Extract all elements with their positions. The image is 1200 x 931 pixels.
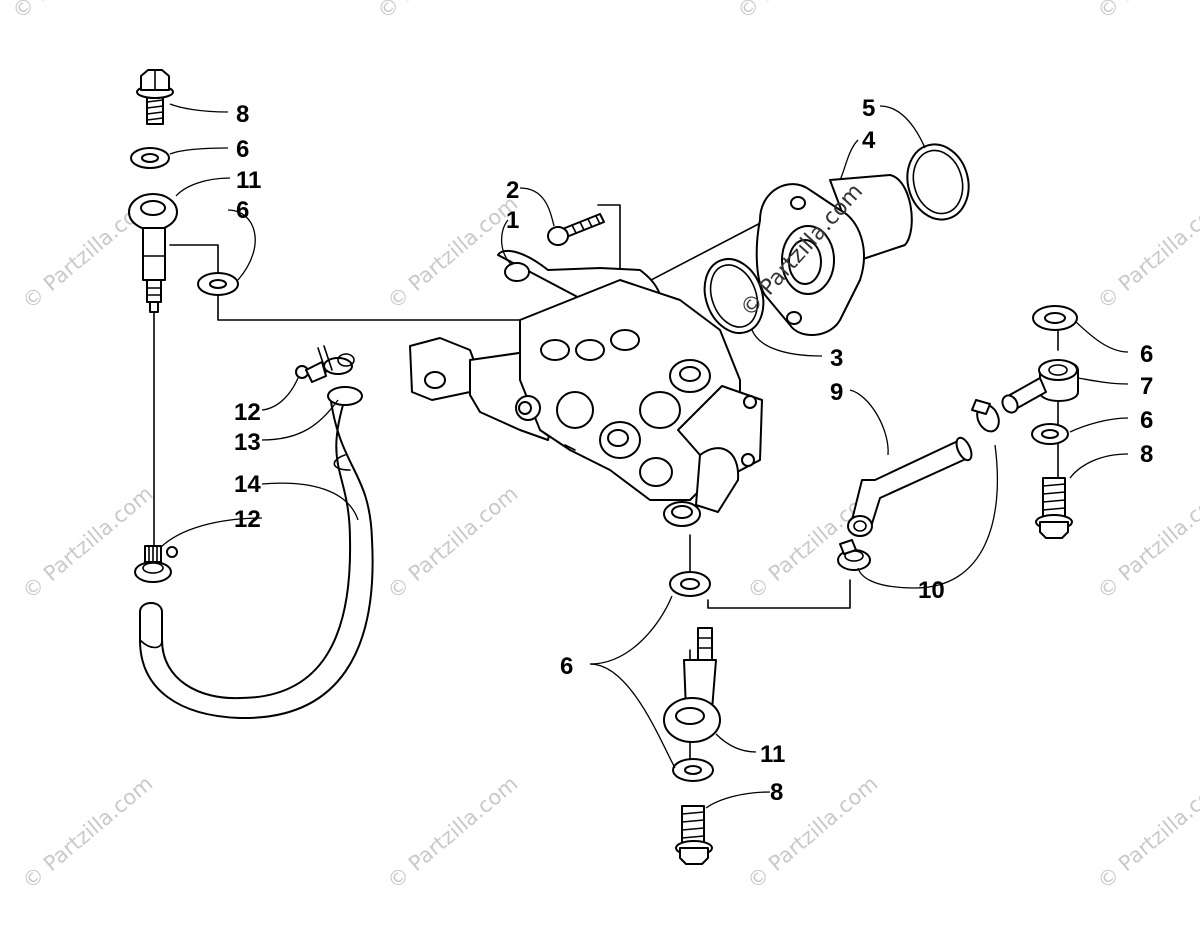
callout-13: 13 (234, 429, 261, 456)
callout-labels: 8 6 11 6 2 1 5 4 3 9 6 7 6 8 12 13 14 12… (234, 95, 1153, 806)
callout-6-lower: 6 (560, 653, 573, 680)
callout-6-right-mid: 6 (1140, 407, 1153, 434)
callout-6-banjo-left: 6 (236, 197, 249, 224)
watermark-text: © Partzilla.com (1093, 771, 1200, 894)
callout-12-lower: 12 (234, 506, 261, 533)
vent-hose-long (139, 386, 374, 720)
watermark-text: © Partzilla.com (8, 0, 148, 24)
callout-6-top-left: 6 (236, 136, 249, 163)
callout-4: 4 (862, 127, 876, 154)
watermark-text: © Partzilla.com (743, 771, 883, 894)
callout-9: 9 (830, 379, 843, 406)
hose-clamp-upper (295, 345, 355, 383)
watermark-text: © Partzilla.com (1093, 0, 1200, 24)
callout-8-lower: 8 (770, 779, 783, 806)
callout-1: 1 (506, 207, 519, 234)
callout-8-top-left: 8 (236, 101, 249, 128)
banjo-fitting-lower (663, 627, 721, 743)
bolt-lower (675, 805, 713, 865)
callout-2: 2 (506, 177, 519, 204)
callout-8-right: 8 (1140, 441, 1153, 468)
oil-pump-body (409, 249, 763, 527)
watermark-text: © Partzilla.com (18, 771, 158, 894)
watermark-text: © Partzilla.com (1093, 191, 1200, 314)
watermark-text: © Partzilla.com (733, 0, 873, 24)
banjo-fitting-top-left (128, 193, 178, 313)
oring-part-5 (906, 143, 970, 221)
bolt-right (1035, 477, 1073, 539)
watermark-text: © Partzilla.com (383, 481, 523, 604)
washer-right-mid (1031, 423, 1069, 445)
washer-right-top (1032, 305, 1078, 331)
leader-lines (159, 103, 1129, 809)
callout-3: 3 (830, 345, 843, 372)
banjo-fitting-part-7 (1001, 359, 1079, 414)
washer-lower-top (669, 571, 711, 597)
callout-14: 14 (234, 471, 261, 498)
hose-clamp-lower (134, 545, 178, 583)
callout-11-lower: 11 (760, 741, 785, 768)
callout-12-upper: 12 (234, 399, 261, 426)
screw-part-2 (547, 213, 605, 246)
callout-10: 10 (918, 577, 945, 604)
watermark-text: © Partzilla.com (383, 771, 523, 894)
washer-banjo-left (197, 272, 239, 296)
hose-clamp-part-10-lower (837, 539, 871, 571)
callout-11-top-left: 11 (236, 167, 261, 194)
callout-7: 7 (1140, 373, 1153, 400)
callout-6-right-top: 6 (1140, 341, 1153, 368)
watermark-text: © Partzilla.com (1093, 481, 1200, 604)
hose-clamp-part-10-upper (971, 399, 1000, 433)
watermark-text: © Partzilla.com (18, 481, 158, 604)
bolt-top-left (136, 69, 174, 125)
oring-part-3 (703, 258, 765, 334)
washer-top-left (130, 147, 170, 169)
washer-lower-bottom (672, 758, 714, 782)
callout-5: 5 (862, 95, 875, 122)
hose-part-9 (847, 436, 973, 537)
watermark-text: © Partzilla.com (373, 0, 513, 24)
cover-part-4 (755, 174, 913, 337)
